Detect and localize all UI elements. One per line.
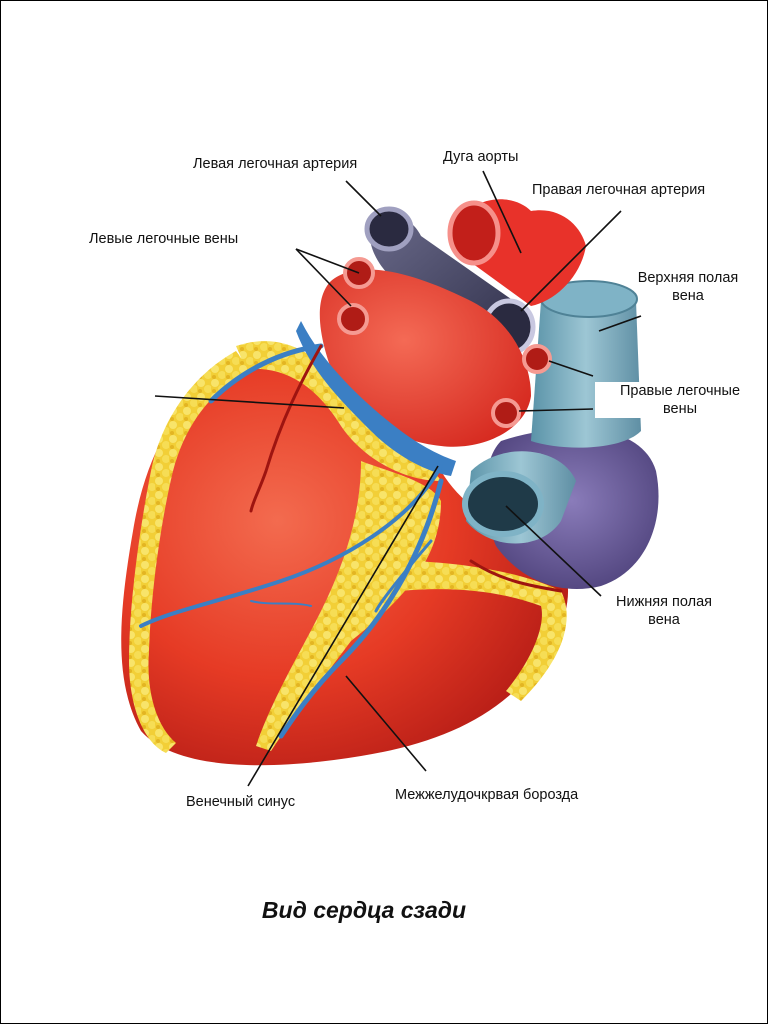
label-interventricular-groove: Межжелудочкрвая борозда: [395, 787, 579, 803]
label-right-pulmonary-veins: Правые легочные вены: [595, 382, 765, 418]
coronary-sinus: [296, 321, 456, 476]
label-superior-vena-cava: Верхняя полая вена: [623, 269, 753, 305]
fat-interventricular-groove: [256, 461, 441, 751]
right-pulmonary-vein-lower: [491, 398, 521, 428]
label-right-pulmonary-veins-line1: Правые легочные: [619, 383, 741, 399]
coronary-veins: [139, 343, 444, 739]
left-pulmonary-vein-lower: [337, 303, 369, 335]
fat-left-border: [129, 351, 251, 753]
label-coronary-sinus: Венечный синус: [186, 794, 296, 810]
right-pulmonary-vein-upper: [522, 344, 552, 374]
figure-caption: Вид сердца сзади: [261, 897, 467, 923]
label-right-pulmonary-artery: Правая легочная артерия: [532, 182, 706, 198]
fat-right-lower: [401, 561, 567, 701]
label-superior-vena-cava-line1: Верхняя полая: [637, 270, 739, 286]
inferior-vena-cava-opening: [462, 471, 544, 537]
label-inferior-vena-cava: Нижняя полая вена: [599, 593, 729, 629]
left-atrium: [319, 269, 531, 447]
coronary-arteries: [249, 344, 563, 593]
label-inferior-vena-cava-line2: вена: [648, 612, 680, 628]
label-aortic-arch: Дуга аорты: [443, 149, 519, 165]
label-left-pulmonary-veins: Левые легочные вены: [89, 231, 239, 247]
left-pulmonary-artery-opening: [364, 206, 414, 252]
leader-lines: [154, 170, 642, 787]
aortic-opening: [447, 200, 501, 266]
label-superior-vena-cava-line2: вена: [672, 288, 704, 304]
label-right-pulmonary-veins-line2: вены: [662, 401, 698, 417]
label-inferior-vena-cava-line1: Нижняя полая: [616, 594, 712, 610]
label-left-pulmonary-artery: Левая легочная артерия: [193, 156, 358, 172]
